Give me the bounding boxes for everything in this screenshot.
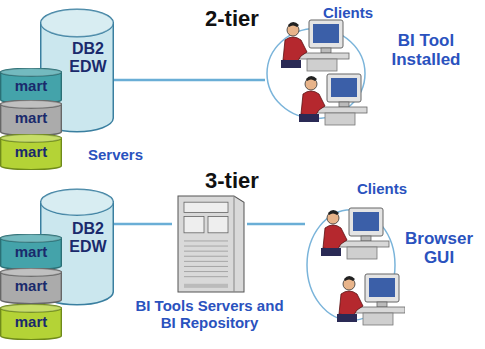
data-mart: mart	[0, 234, 62, 270]
node-label: DB2 EDW	[64, 40, 112, 75]
node-label: Browser GUI	[399, 230, 479, 267]
client-computers	[305, 178, 405, 344]
network-link	[114, 223, 172, 226]
group-heading: Clients	[357, 181, 407, 198]
client-computers	[265, 2, 375, 137]
group-heading: Clients	[323, 5, 373, 22]
data-mart: mart	[0, 68, 62, 104]
server-tower	[172, 192, 247, 294]
data-mart: mart	[0, 134, 62, 170]
client-group: Clients BI Tool Installed	[265, 2, 481, 137]
node-label: mart	[0, 314, 62, 331]
node-label: mart	[0, 278, 62, 295]
tier-label: Servers	[88, 146, 143, 163]
section-title: 3-tier	[205, 168, 259, 194]
node-label: mart	[0, 78, 62, 95]
data-mart: mart	[0, 100, 62, 136]
network-link	[114, 79, 265, 82]
data-mart: mart	[0, 304, 62, 340]
network-link	[247, 223, 305, 226]
node-label: DB2 EDW	[64, 220, 112, 255]
node-label: mart	[0, 244, 62, 261]
node-label: BI Tools Servers and BI Repository	[132, 298, 287, 331]
client-group: ClientsBrowser GUI	[305, 178, 481, 344]
server-node: BI Tools Servers and BI Repository	[172, 192, 247, 294]
node-label: BI Tool Installed	[383, 32, 469, 69]
node-label: mart	[0, 110, 62, 127]
data-mart: mart	[0, 268, 62, 304]
node-label: mart	[0, 144, 62, 161]
section-title: 2-tier	[205, 6, 259, 32]
